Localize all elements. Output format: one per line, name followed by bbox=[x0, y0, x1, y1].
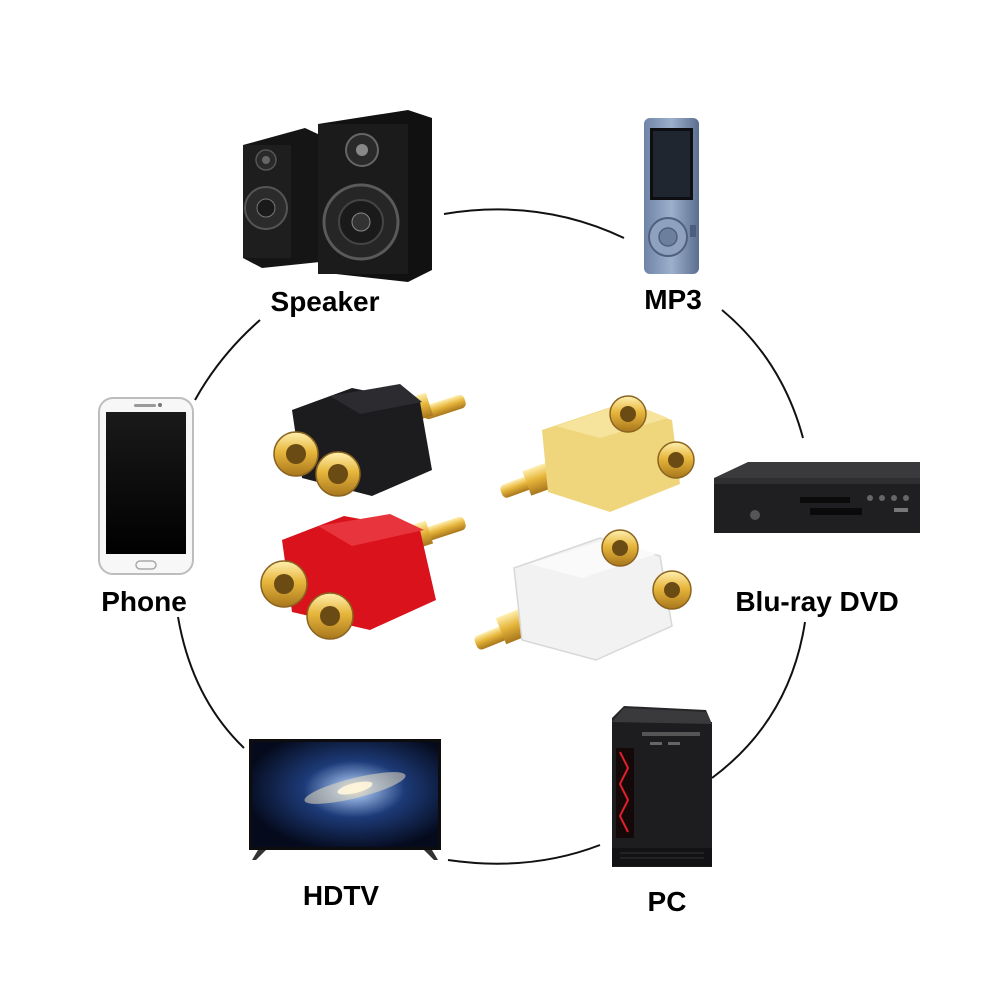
pc-tower-icon bbox=[612, 706, 712, 867]
phone-label: Phone bbox=[101, 586, 187, 617]
connection-ring bbox=[177, 208, 806, 865]
white-adapter bbox=[474, 529, 692, 661]
red-adapter bbox=[260, 514, 466, 640]
bluray-player-icon bbox=[714, 462, 920, 533]
bluray-label: Blu-ray DVD bbox=[735, 586, 899, 617]
mp3-player-icon bbox=[644, 118, 699, 274]
yellow-adapter bbox=[500, 395, 695, 512]
hdtv-label: HDTV bbox=[302, 880, 380, 911]
smartphone-icon bbox=[98, 397, 194, 575]
tv-icon bbox=[249, 739, 441, 860]
mp3-label: MP3 bbox=[644, 284, 702, 315]
black-adapter bbox=[273, 384, 466, 497]
speaker-label: Speaker bbox=[270, 286, 380, 317]
speaker-icon bbox=[243, 110, 432, 282]
pc-label: PC bbox=[647, 886, 687, 917]
